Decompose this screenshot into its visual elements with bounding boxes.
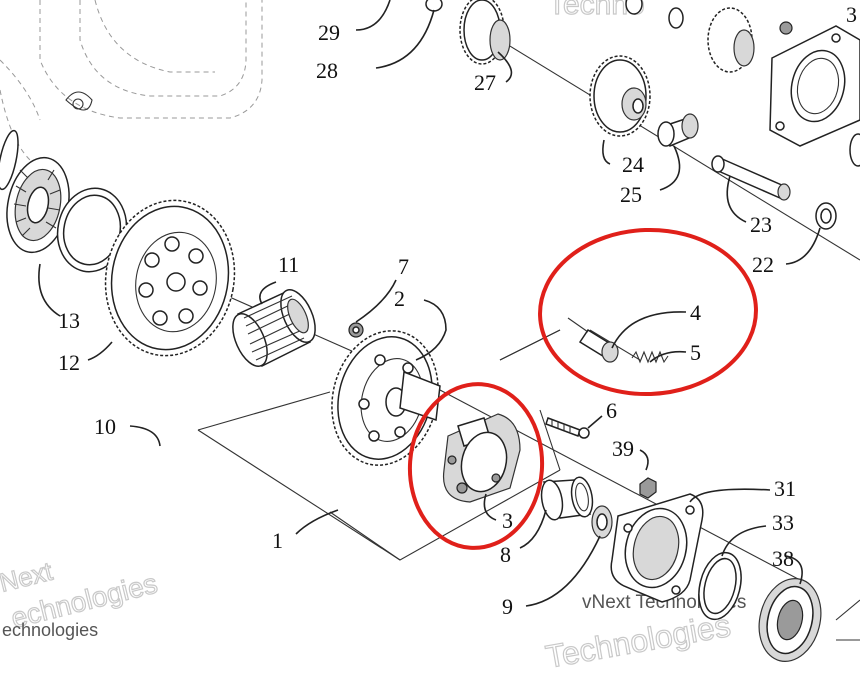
shaft-23 [711,155,791,201]
label-33: 33 [772,510,794,535]
large-gear-12 [104,199,236,357]
washer-13b [56,187,128,273]
highlight-ellipse-plate [407,382,545,550]
label-9: 9 [502,594,513,619]
gear-hub-2 [331,330,441,466]
label-39: 39 [612,436,634,461]
gear-top-right [625,0,793,73]
label-12: 12 [58,350,80,375]
label-25: 25 [620,182,642,207]
gear-24 [589,55,651,137]
gear-27 [459,0,511,65]
washer-22 [815,202,837,230]
seal-38 [758,578,860,662]
label-2: 2 [394,286,405,311]
label-6: 6 [606,398,617,423]
label-28: 28 [316,58,338,83]
label-3: 3 [502,508,513,533]
label-1: 1 [272,528,283,553]
label-13: 13 [58,308,80,333]
assembly-bracket-top [197,391,331,431]
label-4: 4 [690,300,701,325]
cover-plate-3-top [769,25,860,167]
spring-5 [631,350,669,364]
upper-shaft-axis [499,39,860,261]
label-27: 27 [474,70,496,95]
o-ring-33 [698,551,742,621]
watermark-left-1: Next [0,556,56,598]
splined-sleeve-11 [232,288,316,368]
flange-31 [610,493,704,603]
label-10: 10 [94,414,116,439]
spacer-25 [657,113,699,148]
watermark-top: Techno [548,0,645,21]
washer-9 [591,505,613,539]
label-23: 23 [750,212,772,237]
engine-housing [0,0,263,161]
label-38: 38 [772,546,794,571]
bushing-8 [540,476,594,521]
clutch-plate-3 [442,413,521,503]
label-24: 24 [622,152,644,177]
label-22: 22 [752,252,774,277]
label-11: 11 [278,252,299,277]
leader-lines [38,0,821,607]
highlight-ellipse-plunger [538,227,758,397]
washer-28 [425,0,443,12]
label-8: 8 [500,542,511,567]
plunger-4 [567,317,619,363]
watermark-right-2: Technologies [543,607,733,675]
label-7: 7 [398,254,409,279]
nut-7 [348,322,364,338]
label-3-top: 3 [846,2,857,27]
screw-6 [545,417,590,439]
label-29: 29 [318,20,340,45]
label-5: 5 [690,340,701,365]
nut-39 [639,477,657,499]
watermark-left-3: echnologies [2,620,98,640]
label-31: 31 [774,476,796,501]
